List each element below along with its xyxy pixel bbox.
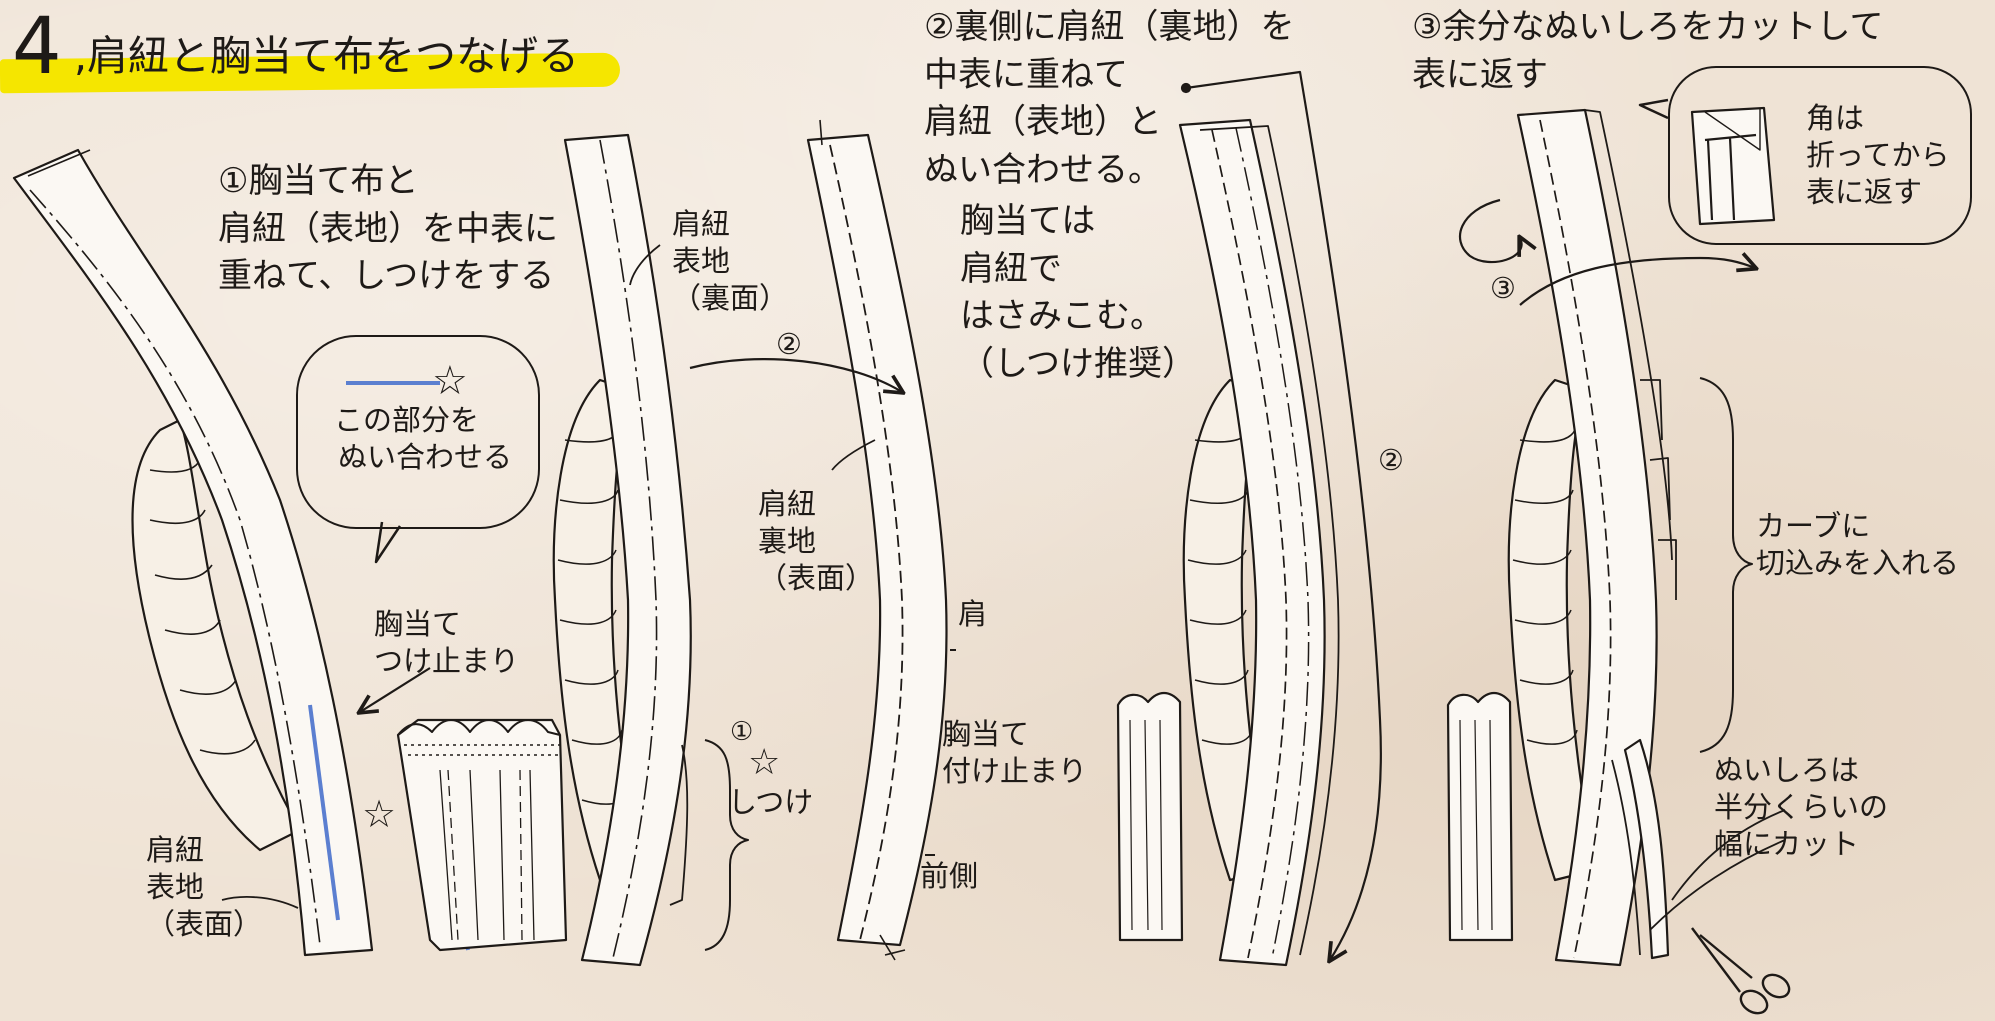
curve-note-line: カーブに bbox=[1756, 509, 1871, 543]
step1-heading-line: 重ねて、しつけをする bbox=[218, 256, 555, 297]
strap-face-line: （表面） bbox=[146, 907, 263, 942]
corner-bubble bbox=[1668, 66, 1972, 245]
baste-label: しつけ bbox=[728, 785, 814, 819]
figure-4-sewn-strap bbox=[1116, 118, 1340, 967]
strap-back-line: 肩紐 bbox=[672, 207, 731, 241]
star-icon: ☆ bbox=[362, 792, 397, 836]
strap-face-line: 表地 bbox=[146, 870, 205, 905]
curve-note: カーブに 切込みを入れる bbox=[1756, 508, 1959, 582]
figure-1-strap-with-ruffle bbox=[12, 148, 374, 957]
shoulder-label: 肩 bbox=[958, 597, 988, 631]
figure-2-strap-overlap bbox=[552, 133, 692, 967]
step1-heading-line: ①胸当て布と bbox=[218, 161, 419, 201]
bib-piece-1 bbox=[396, 718, 568, 952]
lining-line: （表面） bbox=[758, 561, 875, 596]
trim-note-line: 幅にカット bbox=[1714, 827, 1860, 862]
step2-note-line: （しつけ推奨） bbox=[960, 343, 1196, 384]
bubble-text: この部分を ぬい合わせる bbox=[334, 402, 512, 476]
step2-marker-left: ② bbox=[776, 327, 802, 361]
step2-heading: ②裏側に肩紐（裏地）を 中表に重ねて 肩紐（表地）と ぬい合わせる。 bbox=[924, 6, 1294, 192]
bubble-text-line: この部分を bbox=[334, 403, 480, 437]
star-icon: ☆ bbox=[432, 358, 468, 404]
arrow-stop-left bbox=[360, 667, 431, 712]
baste-number: ① bbox=[730, 717, 754, 747]
corner-note-line: 角は bbox=[1806, 101, 1865, 135]
step2-heading-line: 中表に重ねて bbox=[924, 54, 1128, 95]
section-title: 4 ,肩紐と胸当て布をつなげる bbox=[0, 8, 640, 94]
corner-bubble-tail bbox=[1638, 98, 1669, 120]
trim-note: ぬいしろは 半分くらいの 幅にカット bbox=[1714, 752, 1888, 863]
brace-curve bbox=[1699, 377, 1753, 753]
step2-note-line: 肩紐で bbox=[960, 248, 1062, 289]
front-side-label: 前側 bbox=[920, 859, 979, 893]
lining-stop-line: 付け止まり bbox=[942, 754, 1088, 789]
step2-note-line: はさみこむ。 bbox=[960, 296, 1164, 337]
step3-heading: ③余分なぬいしろをカットして 表に返す bbox=[1412, 6, 1883, 97]
lining-stop-line: 胸当て bbox=[942, 717, 1030, 751]
arrow-step3-turn bbox=[1459, 198, 1755, 306]
step3-heading-line: 表に返す bbox=[1412, 54, 1548, 95]
step2-heading-line: ②裏側に肩紐（裏地）を bbox=[924, 7, 1295, 47]
lining-line: 肩紐 bbox=[758, 487, 817, 521]
trim-note-line: ぬいしろは bbox=[1714, 753, 1860, 787]
arrow-step2-left bbox=[689, 358, 902, 392]
step2-heading-line: 肩紐（表地）と bbox=[924, 102, 1162, 143]
title-number: 4 bbox=[12, 2, 62, 92]
trim-note-line: 半分くらいの bbox=[1714, 790, 1889, 825]
bib-stop-line: 胸当て bbox=[374, 607, 462, 641]
curve-note-line: 切込みを入れる bbox=[1756, 546, 1960, 581]
step2-heading-line: ぬい合わせる。 bbox=[924, 149, 1162, 190]
title-text: ,肩紐と胸当て布をつなげる bbox=[74, 32, 580, 80]
lining-label: 肩紐 裏地 （表面） bbox=[758, 486, 874, 597]
strap-back-label: 肩紐 表地 （裏面） bbox=[672, 206, 788, 317]
step3-marker: ③ bbox=[1490, 271, 1516, 305]
leader-lines bbox=[221, 244, 1786, 931]
lining-line: 裏地 bbox=[758, 524, 817, 559]
strap-back-line: 表地 bbox=[672, 244, 731, 279]
bubble-text-line: ぬい合わせる bbox=[338, 440, 513, 475]
step3-heading-line: ③余分なぬいしろをカットして bbox=[1412, 7, 1884, 47]
corner-note-line: 表に返す bbox=[1806, 175, 1923, 210]
brace-baste bbox=[704, 739, 749, 951]
corner-note: 角は 折ってから 表に返す bbox=[1806, 100, 1950, 211]
strap-face-line: 肩紐 bbox=[146, 833, 205, 867]
lining-stop-label: 胸当て 付け止まり bbox=[942, 716, 1087, 790]
figure-3-lining-strap bbox=[806, 119, 956, 961]
corner-note-line: 折ってから bbox=[1806, 138, 1950, 173]
speech-bubble bbox=[296, 335, 540, 529]
step1-heading-line: 肩紐（表地）を中表に bbox=[218, 208, 558, 249]
step2-marker-right: ② bbox=[1378, 443, 1404, 477]
bubble-tail bbox=[374, 521, 402, 564]
bib-stop-line: つけ止まり bbox=[374, 644, 520, 679]
scissors-icon bbox=[1691, 927, 1791, 1015]
star-icon: ☆ bbox=[748, 742, 781, 783]
step1-heading: ①胸当て布と 肩紐（表地）を中表に 重ねて、しつけをする bbox=[218, 160, 558, 299]
strap-face-label: 肩紐 表地 （表面） bbox=[146, 832, 262, 943]
figure-5-trimmed-strap bbox=[1446, 108, 1677, 967]
step2-note: 胸当ては 肩紐で はさみこむ。 （しつけ推奨） bbox=[960, 200, 1196, 386]
arrow-step2-long bbox=[1180, 70, 1382, 960]
bib-stop-label: 胸当て つけ止まり bbox=[374, 606, 519, 680]
step2-note-line: 胸当ては bbox=[960, 201, 1096, 241]
strap-back-line: （裏面） bbox=[672, 281, 789, 316]
